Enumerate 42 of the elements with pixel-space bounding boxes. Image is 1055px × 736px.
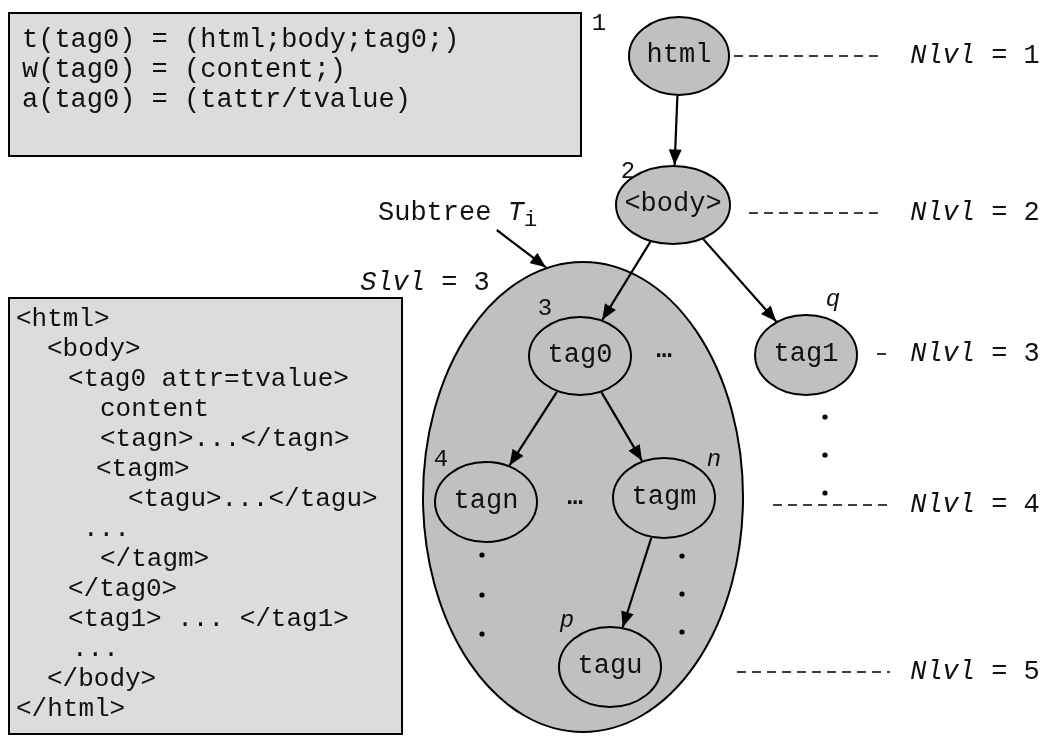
code-line: <body> [47, 335, 141, 364]
tag-node: tag1 [754, 314, 858, 396]
arrow [702, 238, 778, 323]
code-line: <tag1> ... </tag1> [68, 605, 349, 634]
level-label: Nlvl = 4 [910, 491, 1040, 519]
level-label: Nlvl = 1 [910, 42, 1040, 70]
level-label: Nlvl = 2 [910, 199, 1040, 227]
node-number: 1 [591, 12, 607, 36]
code-line: </html> [16, 695, 126, 724]
code-line: <tagu>...</tagu> [128, 485, 378, 514]
code-line: <tagm> [96, 455, 190, 484]
node-number: q [825, 288, 841, 312]
code-line: t(tag0) = (html;body;tag0;) [22, 26, 460, 56]
code-line: ... [83, 515, 130, 544]
code-line: <html> [16, 305, 110, 334]
code-line: </tag0> [68, 575, 178, 604]
level-label: Slvl = 3 [360, 269, 490, 297]
tag-node: tag0 [528, 316, 632, 396]
code-line: w(tag0) = (content;) [22, 56, 347, 86]
arrow [668, 95, 682, 166]
code-line: <tag0 attr=tvalue> [68, 365, 349, 394]
code-line: <tagn>...</tagn> [100, 425, 350, 454]
code-panel [8, 12, 582, 157]
subtree-ellipse [422, 261, 744, 733]
arrow [600, 391, 643, 462]
tag-node: html [628, 16, 730, 96]
level-label: Nlvl = 3 [910, 340, 1040, 368]
arrow [621, 537, 653, 628]
code-line: content [100, 395, 210, 424]
code-line: a(tag0) = (tattr/tvalue) [22, 86, 411, 116]
arrow [601, 241, 652, 321]
code-line: ... [72, 635, 119, 664]
leader-arrow [496, 229, 547, 269]
ellipsis-mark: … [567, 484, 583, 510]
ellipsis-mark: … [656, 337, 672, 363]
node-number: 2 [620, 160, 636, 184]
code-line: </body> [47, 665, 157, 694]
subtree-label: Subtree T$_{i}$ [376, 196, 546, 230]
level-label: Nlvl = 5 [910, 658, 1040, 686]
code-panel [8, 297, 403, 735]
code-line: </tagm> [100, 545, 210, 574]
arrow [508, 391, 558, 467]
